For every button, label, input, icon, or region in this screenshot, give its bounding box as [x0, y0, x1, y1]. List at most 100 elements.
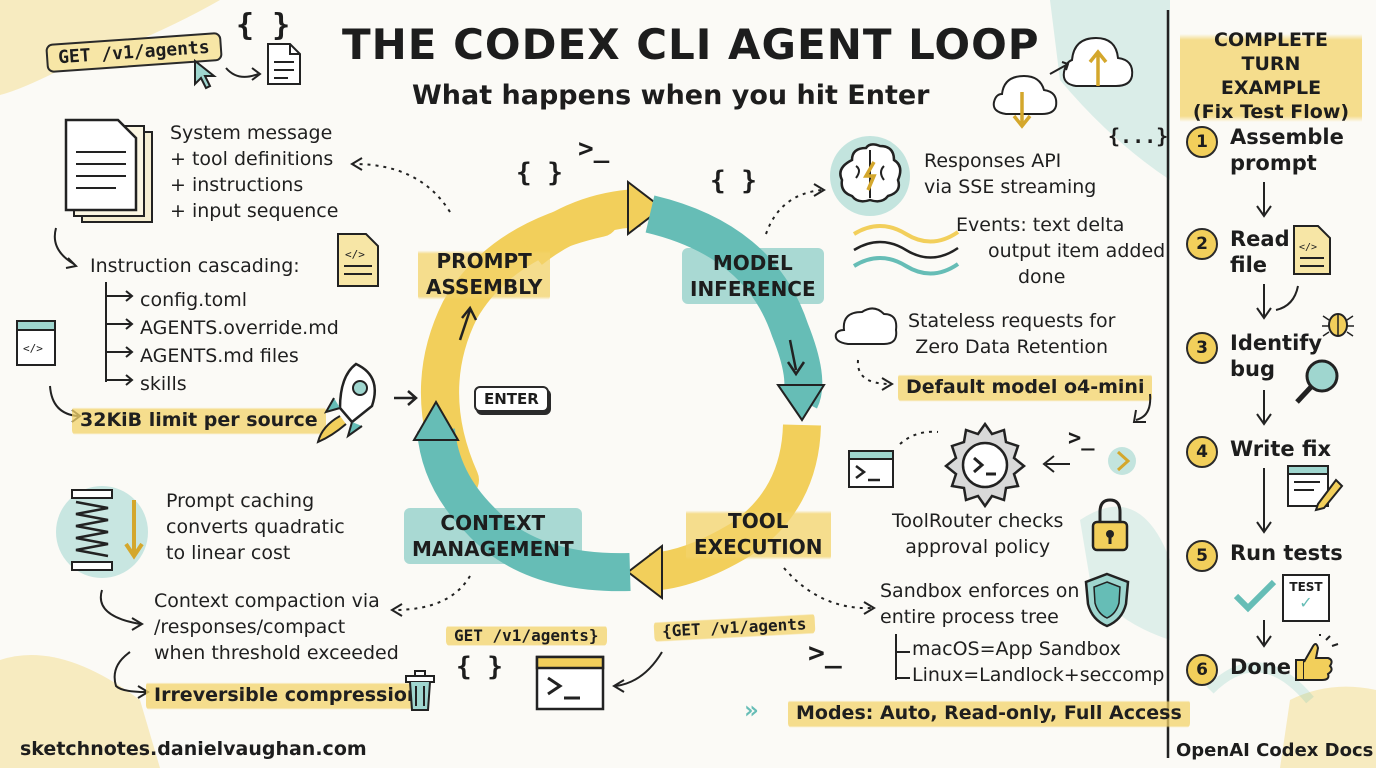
- page-subtitle: What happens when you hit Enter: [412, 80, 930, 111]
- cascade-title: Instruction cascading:: [90, 255, 300, 277]
- dotted-connector: [765, 183, 826, 235]
- events-line: done: [1018, 266, 1066, 288]
- page-title: THE CODEX CLI AGENT LOOP: [342, 20, 1040, 69]
- dotted-connector: [856, 359, 894, 391]
- step-label-line: Done: [1230, 655, 1292, 679]
- cloud-icon: [834, 307, 898, 345]
- stateless-line: Zero Data Retention: [915, 336, 1109, 358]
- code-file-icon: [267, 43, 301, 85]
- connector-arrow: [612, 651, 663, 693]
- rocket-arrow: [394, 390, 418, 406]
- responses-api-note: Responses API via SSE streaming: [924, 148, 1096, 200]
- step-number: 6: [1186, 654, 1218, 686]
- arrow-curve-icon: [225, 67, 262, 81]
- connector-arrow: [1042, 455, 1070, 473]
- enter-key: ENTER: [474, 386, 549, 412]
- svg-text:</>: </>: [23, 342, 43, 355]
- step-arrow: [1256, 468, 1272, 534]
- chevron-right-icon: [1108, 447, 1136, 475]
- cascade-item: skills: [140, 373, 187, 395]
- events-line: Events: text delta: [956, 214, 1125, 236]
- sandbox-line: entire process tree: [880, 606, 1059, 628]
- stage-prompt-assembly: PROMPT ASSEMBLY: [418, 246, 551, 302]
- step-label-line: Identify: [1230, 331, 1323, 355]
- step-label: Assemble prompt: [1230, 124, 1344, 176]
- prompt-line: + input sequence: [170, 200, 339, 222]
- small-code-window-icon: </>: [16, 320, 56, 366]
- checkmark-icon: ✓: [1299, 593, 1313, 612]
- lock-icon: [1091, 498, 1129, 552]
- step-number: 4: [1186, 436, 1218, 468]
- step-label-line: Write fix: [1230, 437, 1332, 461]
- cloud-sync-icon: [992, 36, 1134, 129]
- prompt-glyph: >_: [1068, 426, 1095, 451]
- shield-icon: [1084, 572, 1130, 628]
- stream-waves-icon: [852, 224, 960, 276]
- dotted-connector: [350, 157, 451, 213]
- step-number: 5: [1186, 540, 1218, 572]
- code-file-icon: </>: [1293, 225, 1331, 275]
- compaction-line: Context compaction via: [154, 590, 380, 612]
- default-model-badge: Default model o4-mini: [898, 372, 1153, 403]
- spring-icon: [56, 486, 148, 578]
- step-label: Read file: [1230, 226, 1290, 278]
- cascade-list: config.toml AGENTS.override.md AGENTS.md…: [140, 286, 339, 398]
- events-line: output item added: [988, 240, 1166, 262]
- router-line: ToolRouter checks: [892, 510, 1064, 532]
- os-item: Linux=Landlock+seccomp: [912, 664, 1165, 686]
- prompt-line: + instructions: [170, 174, 304, 196]
- connector-arrows: [49, 227, 82, 423]
- test-badge-label: TEST: [1289, 580, 1323, 594]
- modes-badge: Modes: Auto, Read-only, Full Access: [788, 698, 1190, 729]
- os-item: macOS=App Sandbox: [912, 638, 1121, 660]
- step-arrow: [1256, 182, 1272, 218]
- sidebar-title-line: COMPLETE TURN: [1214, 29, 1328, 75]
- os-tree: [895, 634, 910, 680]
- stateless-line: Stateless requests for: [908, 310, 1116, 332]
- terminal-icon: [848, 450, 894, 488]
- cascade-item: config.toml: [140, 289, 248, 311]
- rocket-icon: [316, 362, 376, 444]
- document-stack-icon: [64, 118, 153, 223]
- sidebar-title-line: EXAMPLE: [1220, 77, 1322, 99]
- dotted-connector: [899, 430, 939, 445]
- caching-note: Prompt caching converts quadratic to lin…: [166, 488, 345, 566]
- brain-icon: [830, 136, 910, 216]
- stage-label: ASSEMBLY: [426, 275, 543, 299]
- system-message-list: System message + tool definitions + inst…: [170, 120, 338, 224]
- api-line: Responses API: [924, 150, 1062, 172]
- step-number: 1: [1186, 126, 1218, 158]
- router-line: approval policy: [905, 536, 1051, 558]
- stage-label: CONTEXT: [440, 511, 546, 535]
- cascade-item: AGENTS.override.md: [140, 317, 339, 339]
- step-label-line: file: [1230, 253, 1268, 277]
- agent-loop-ring: [412, 180, 826, 600]
- limit-badge: 32KiB limit per source: [72, 405, 326, 436]
- code-file-icon: </>: [337, 233, 379, 287]
- stateless-note: Stateless requests for Zero Data Retenti…: [908, 308, 1115, 360]
- stage-label: PROMPT: [436, 249, 532, 273]
- magnifier-icon: [1295, 359, 1339, 404]
- cursor-icon: [194, 58, 217, 90]
- compaction-note: Context compaction via /responses/compac…: [154, 588, 399, 666]
- compaction-line: when threshold exceeded: [154, 642, 399, 664]
- trash-icon: [405, 670, 435, 711]
- step-label-line: prompt: [1230, 151, 1317, 175]
- step-label-line: bug: [1230, 357, 1276, 381]
- edit-document-icon: [1287, 465, 1344, 512]
- irreversible-badge: Irreversible compression: [146, 680, 429, 711]
- thumbs-up-icon: [1295, 634, 1339, 681]
- checkmark-icon: [1233, 579, 1277, 613]
- footer-left: sketchnotes.danielvaughan.com: [20, 738, 367, 760]
- sidebar-title: COMPLETE TURN EXAMPLE (Fix Test Flow): [1180, 26, 1362, 126]
- sandbox-note: Sandbox enforces on entire process tree: [880, 578, 1079, 630]
- stage-label: MODEL: [712, 251, 793, 275]
- stage-model-inference: MODEL INFERENCE: [682, 248, 824, 304]
- step-label-line: Read: [1230, 227, 1290, 251]
- caching-line: to linear cost: [166, 542, 291, 564]
- bug-icon: [1322, 313, 1354, 337]
- events-note: Events: text delta output item added don…: [956, 212, 1165, 290]
- step-number: 2: [1186, 228, 1218, 260]
- prompt-glyph: >_: [808, 636, 842, 669]
- step-label-line: Run tests: [1230, 541, 1343, 565]
